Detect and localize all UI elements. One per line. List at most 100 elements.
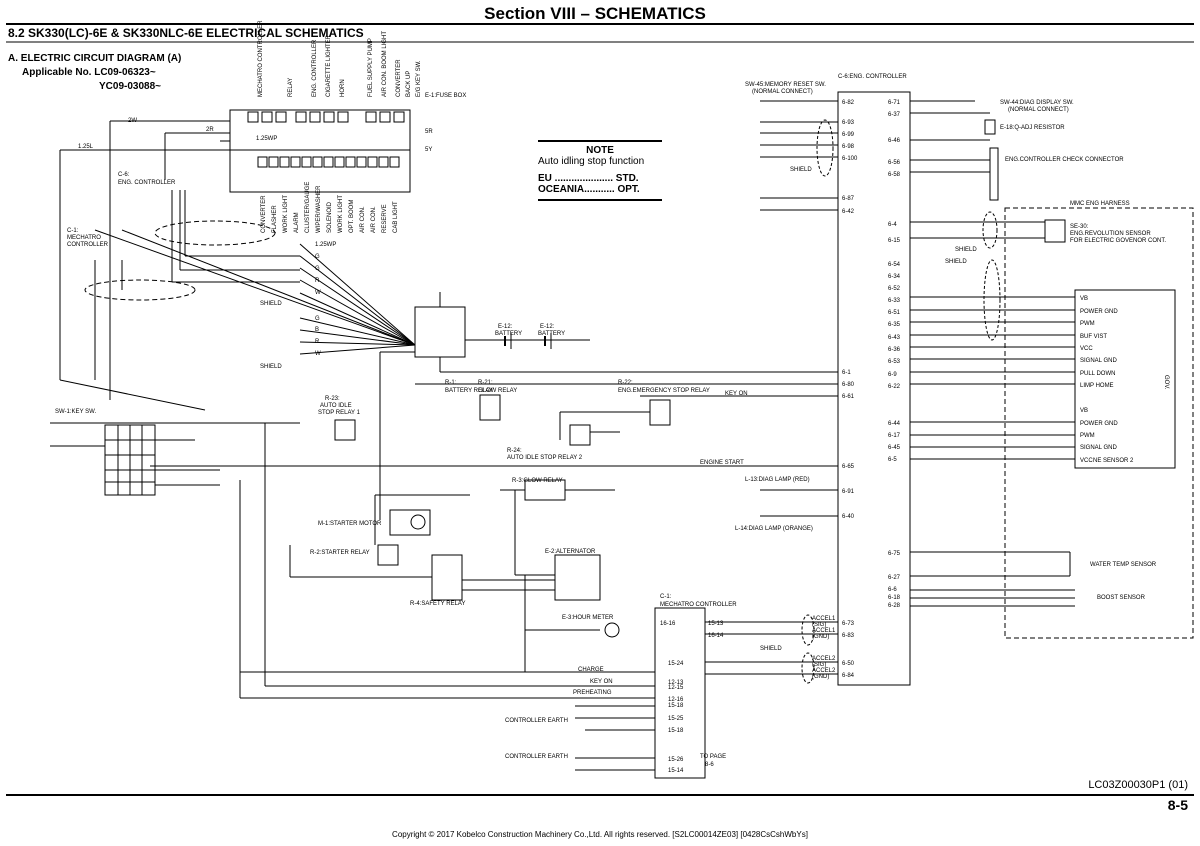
accel-label: (GND) bbox=[812, 634, 829, 640]
wire-label: B bbox=[315, 327, 319, 333]
pin-label: 6-83 bbox=[842, 633, 855, 639]
r23-label-3: STOP RELAY 1 bbox=[318, 410, 361, 416]
battery-2-label-2: BATTERY bbox=[538, 331, 565, 337]
signal-label: PWM bbox=[1080, 433, 1095, 439]
fuse-label-top: FUEL SUPPLY PUMP bbox=[368, 38, 374, 97]
fuse-label-bottom: CLUSTER/GAUGE bbox=[305, 182, 311, 233]
fuse bbox=[312, 156, 323, 168]
page-number: 8-5 bbox=[1167, 797, 1188, 813]
accel-label: ACCEL1 bbox=[812, 628, 836, 634]
applicable-number-1: Applicable No. LC09-06323~ bbox=[22, 67, 156, 78]
pin-label: 6-44 bbox=[888, 421, 901, 427]
fuse-box-label: E-1:FUSE BOX bbox=[425, 93, 466, 99]
battery-relay bbox=[479, 394, 501, 421]
fuse-label-top: HORN bbox=[340, 79, 346, 97]
pin-label: 6-35 bbox=[888, 322, 901, 328]
fuse-label-top: E/G KEY SW. bbox=[416, 60, 422, 97]
pin-label: 6-36 bbox=[888, 347, 901, 353]
l13-label: L-13:DIAG LAMP (RED) bbox=[745, 477, 810, 483]
pin-label: 6-65 bbox=[842, 464, 855, 470]
check-connector-label: ENG.CONTROLLER CHECK CONNECTOR bbox=[1005, 157, 1124, 163]
fuse-label-bottom: WORK LIGHT bbox=[338, 195, 344, 233]
pin-label: 6-27 bbox=[888, 575, 901, 581]
fuse bbox=[367, 156, 378, 168]
fuse-label-bottom: ALARM bbox=[294, 212, 300, 233]
pin-label: 15-14 bbox=[668, 768, 684, 774]
signal-label: VB bbox=[1080, 296, 1088, 302]
e18-label: E-18:Q-ADJ RESISTOR bbox=[1000, 125, 1065, 131]
signal-label: ENGINE START bbox=[700, 460, 744, 466]
fuse bbox=[337, 111, 349, 123]
accel-label: ACCEL2 bbox=[812, 656, 836, 662]
alternator bbox=[554, 554, 601, 601]
fuse-label-top: ENG. CONTROLLER bbox=[312, 39, 318, 97]
pin-label: 6-56 bbox=[888, 160, 901, 166]
pin-label: 6-42 bbox=[842, 209, 855, 215]
r1-label-2: BATTERY RELAY bbox=[445, 388, 493, 394]
emergency-stop-relay bbox=[649, 399, 671, 426]
wire-label: 2W bbox=[128, 118, 137, 124]
wire-label: 5R bbox=[425, 129, 433, 135]
se30-label-2: ENG.REVOLUTION SENSOR bbox=[1070, 231, 1151, 237]
signal-label: PWM bbox=[1080, 321, 1095, 327]
wire-label: 5Y bbox=[425, 147, 432, 153]
signal-label: CONTROLLER EARTH bbox=[505, 718, 568, 724]
eng-controller-left-label: C-6: bbox=[118, 172, 130, 178]
fuse-label-bottom: AIR CON. bbox=[371, 206, 377, 233]
mmc-harness bbox=[1004, 207, 1194, 639]
signal-label: VCC bbox=[1080, 346, 1093, 352]
wire-label: 1.25WP bbox=[256, 136, 277, 142]
shield-label: SHIELD bbox=[260, 364, 282, 370]
fuse bbox=[268, 156, 279, 168]
pin-label: 6-99 bbox=[842, 132, 855, 138]
r23-label-2: AUTO IDLE bbox=[320, 403, 352, 409]
pin-label: 12-15 bbox=[668, 685, 684, 691]
fuse-label-bottom: FLASHER bbox=[272, 205, 278, 233]
l14-label: L-14:DIAG LAMP (ORANGE) bbox=[735, 526, 813, 532]
pin-label: 16-16 bbox=[660, 621, 676, 627]
pin-label: 15-13 bbox=[708, 621, 724, 627]
wire-label: 2R bbox=[206, 127, 214, 133]
pin-label: 6-58 bbox=[888, 172, 901, 178]
pin-label: 6-15 bbox=[888, 238, 901, 244]
e2-label: E-2:ALTERNATOR bbox=[545, 549, 596, 555]
signal-label: CHARGE bbox=[578, 667, 604, 673]
battery-2-label: E-12: bbox=[540, 324, 555, 330]
pin-label: 6-18 bbox=[888, 595, 901, 601]
signal-label: KEY ON bbox=[590, 679, 613, 685]
fuse bbox=[257, 156, 268, 168]
signal-label: VB bbox=[1080, 408, 1088, 414]
sw45-label: SW-45:MEMORY RESET SW. bbox=[745, 82, 826, 88]
pin-label: 6-6 bbox=[888, 587, 897, 593]
signal-label: CONTROLLER EARTH bbox=[505, 754, 568, 760]
fuse-label-bottom: CONVERTER bbox=[261, 195, 267, 233]
fuse bbox=[356, 156, 367, 168]
accel-label: (SIG) bbox=[812, 622, 826, 628]
sw45-label-2: (NORMAL CONNECT) bbox=[752, 89, 813, 95]
pin-label: 6-51 bbox=[888, 310, 901, 316]
fuse bbox=[378, 156, 389, 168]
wire-label: G bbox=[315, 266, 320, 272]
pin-label: 15-18 bbox=[668, 728, 684, 734]
wire-label: W bbox=[315, 351, 321, 357]
water-temp-label: WATER TEMP SENSOR bbox=[1090, 562, 1157, 568]
c1-label: C-1: bbox=[660, 594, 672, 600]
pin-label: 6-73 bbox=[842, 621, 855, 627]
starter-relay bbox=[377, 544, 399, 566]
fuse-label-bottom: OPT. BOOM bbox=[349, 200, 355, 233]
revolution-sensor bbox=[1044, 219, 1066, 243]
pin-label: 6-91 bbox=[842, 489, 855, 495]
pin-label: 6-43 bbox=[888, 335, 901, 341]
pin-label: 6-45 bbox=[888, 445, 901, 451]
m1-label: M-1:STARTER MOTOR bbox=[318, 521, 382, 527]
fuse bbox=[279, 156, 290, 168]
note-title: NOTE bbox=[586, 145, 614, 156]
pin-label: 6-46 bbox=[888, 138, 901, 144]
r3-label: R-3:GLOW RELAY bbox=[512, 478, 563, 484]
accel-label: (SIG) bbox=[812, 662, 826, 668]
fuse-label-bottom: SOLENOID bbox=[327, 201, 333, 233]
fuse-label-top: RELAY bbox=[288, 78, 294, 97]
starter-motor bbox=[389, 509, 431, 536]
pin-label: 12-13 bbox=[668, 680, 684, 686]
check-connector bbox=[989, 147, 999, 201]
